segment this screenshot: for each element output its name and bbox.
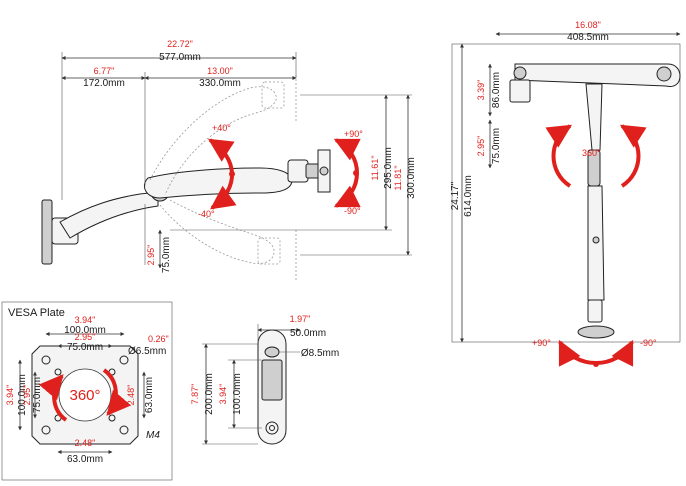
total-width-metric: 577.0mm [159,52,201,63]
vesa-title: VESA Plate [8,307,65,319]
vesa-hole-imperial: 0.26" [148,334,169,344]
height-a-metric: 295.0mm [383,147,394,189]
tilt-head [287,159,309,183]
clamp-width-imperial: 1.97" [290,314,311,324]
swivel-down-label: -90° [344,206,361,216]
height-b-imperial: 11.81" [393,165,403,190]
swivel-up-label: +90° [344,129,363,139]
lower-offset-metric: 75.0mm [161,237,172,273]
top-offset-metric: 86.0mm [491,72,502,108]
vesa-rotation-label: 360° [69,387,100,404]
mid-offset-metric: 75.0mm [491,128,502,164]
vesa-outer-imperial: 3.94" [75,315,96,325]
top-rotation-label: 360° [582,148,601,158]
vesa-hole-metric: Ø6.5mm [128,346,166,357]
vesa-right-inner-metric: 63.0mm [144,377,155,413]
swing-right-label: -90° [640,338,657,348]
vesa-inner-metric: 75.0mm [67,342,103,353]
vesa-left-outer-imperial: 3.94" [5,385,15,406]
vesa-bottom-imperial: 2.48" [75,438,96,448]
height-b-metric: 300.0mm [406,157,417,199]
vesa-right-inner-imperial: 2.48" [126,385,136,406]
clamp-inner-metric: 100.0mm [232,373,243,415]
lower-offset-imperial: 2.95" [146,245,156,266]
ghost-arm-up [149,86,277,196]
vesa-panel: VESA Plate 360° 3.94" 100.0mm 2.95" 75.0… [1,301,173,481]
wall-plate [41,199,53,265]
clamp-width-metric: 50.0mm [290,328,326,339]
vesa-left-inner-metric: 75.0mm [32,377,43,413]
vesa-screw-label: M4 [146,430,160,441]
top-view: 360° +90° -90° 16.08" 408.5mm 3.39" 86.0… [450,20,681,367]
clamp-hole-label: Ø8.5mm [301,348,339,359]
arm-reach-metric: 330.0mm [199,78,241,89]
mid-offset-imperial: 2.95" [476,136,486,157]
top-width-metric: 408.5mm [567,32,609,43]
swing-left-label: +90° [532,338,551,348]
upper-arm [144,167,293,199]
side-view: +40° -40° +90° -90° 22.72" 577.0mm 6.77"… [41,39,417,280]
tilt-down-label: -40° [198,209,215,219]
top-height-metric: 614.0mm [463,175,474,217]
vesa-bottom-metric: 63.0mm [67,454,103,465]
vesa-outer-metric: 100.0mm [64,325,106,336]
vesa-left-outer-metric: 100.0mm [17,374,28,416]
rotation-arc [545,124,573,188]
ghost-arm-down [159,199,275,264]
tilt-up-label: +40° [212,123,231,133]
total-width-imperial: 22.72" [167,39,193,49]
clamp-view: 1.97" 50.0mm Ø8.5mm 7.87" 200.0mm 3.94" … [190,314,339,445]
top-offset-imperial: 3.39" [476,80,486,101]
clamp-height-metric: 200.0mm [204,373,215,415]
clamp-height-imperial: 7.87" [190,384,200,405]
vesa-inner-imperial: 2.95" [75,332,96,342]
wall-to-pivot-imperial: 6.77" [94,66,115,76]
arm-reach-imperial: 13.00" [207,66,233,76]
top-width-imperial: 16.08" [575,20,601,30]
vesa-left-inner-imperial: 2.95" [22,385,32,406]
lower-arm [59,191,159,239]
clamp-inner-imperial: 3.94" [218,384,228,405]
vertical-arm [585,83,603,151]
wall-to-pivot-metric: 172.0mm [83,78,125,89]
top-bar [514,63,681,87]
height-a-imperial: 11.61" [370,155,380,180]
swing-arc [558,339,634,367]
top-height-imperial: 24.17" [450,181,461,210]
